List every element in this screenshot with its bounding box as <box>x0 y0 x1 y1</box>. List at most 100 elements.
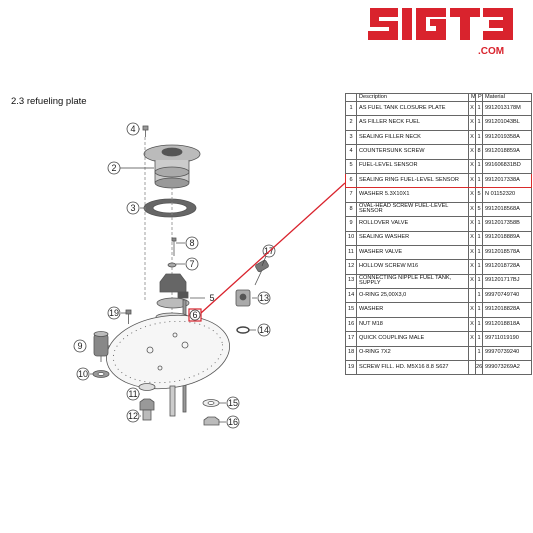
callout-2: 2 <box>107 161 121 175</box>
row-m-flag: X <box>468 331 476 347</box>
row-position: 9 <box>345 216 357 232</box>
callout-15: 15 <box>226 396 240 410</box>
row-material-number: 991606831BD <box>482 158 532 174</box>
row-m-flag: X <box>468 100 476 117</box>
row-position: 18 <box>345 345 357 362</box>
row-m-flag: X <box>468 201 476 218</box>
row-quantity: 26 <box>475 360 483 376</box>
callout-4: 4 <box>126 122 140 136</box>
row-position: 10 <box>345 230 357 246</box>
svg-text:15: 15 <box>228 398 238 408</box>
header-pcs: Pc <box>475 93 483 102</box>
row-material-number: 999073269A2 <box>482 360 532 376</box>
row-description: OVAL-HEAD SCREW FUEL-LEVEL SENSOR <box>356 201 469 218</box>
row-quantity: 1 <box>475 345 483 362</box>
row-description: O-RING 7X2 <box>356 345 469 362</box>
row-m-flag: X <box>468 230 476 246</box>
row-m-flag: X <box>468 115 476 131</box>
section-title: 2.3 refueling plate <box>11 96 87 107</box>
row-m-flag <box>468 288 476 304</box>
oval-head-screw-part <box>171 237 177 256</box>
row-material-number: 99711019190 <box>482 331 532 347</box>
fill-head-screw-part <box>125 309 132 324</box>
row-position: 5 <box>345 158 357 174</box>
row-material-number: N 01152320 <box>482 187 532 203</box>
svg-text:10: 10 <box>78 369 88 379</box>
svg-text:11: 11 <box>128 389 137 399</box>
header-material: Material <box>482 93 532 102</box>
row-m-flag: X <box>468 302 476 318</box>
logo-mark <box>368 8 513 40</box>
row-description: AS FILLER NECK FUEL <box>356 115 469 131</box>
row-position: 12 <box>345 259 357 275</box>
row-description: WASHER <box>356 302 469 318</box>
highlight-pointer-line <box>200 182 345 314</box>
row-description: O-RING 25,00X3,0 <box>356 288 469 304</box>
callout-14: 14 <box>257 323 271 337</box>
row-position: 19 <box>345 360 357 376</box>
callout-11: 11 <box>126 387 140 401</box>
row-description: WASHER VALVE <box>356 244 469 261</box>
callout-8: 8 <box>185 236 199 250</box>
row-position: 17 <box>345 331 357 347</box>
svg-text:12: 12 <box>128 411 138 421</box>
row-description: ROLLOVER VALVE <box>356 216 469 232</box>
row-description: SEALING WASHER <box>356 230 469 246</box>
quick-coupling-part <box>254 259 269 286</box>
svg-text:6: 6 <box>192 310 197 320</box>
row-quantity: 1 <box>475 158 483 174</box>
row-position: 8 <box>345 201 357 218</box>
row-position: 4 <box>345 144 357 160</box>
row-material-number: 991201717BJ <box>482 273 532 290</box>
svg-text:5: 5 <box>209 293 214 303</box>
row-description: FUEL-LEVEL SENSOR <box>356 158 469 174</box>
row-quantity: 5 <box>475 201 483 218</box>
row-quantity: 1 <box>475 172 483 189</box>
row-quantity: 1 <box>475 115 483 131</box>
brand-logo[interactable]: .COM <box>360 2 520 58</box>
row-quantity: 1 <box>475 129 483 146</box>
row-material-number: 9912018828A <box>482 302 532 318</box>
row-position: 16 <box>345 316 357 333</box>
row-m-flag: X <box>468 172 476 189</box>
row-quantity: 1 <box>475 316 483 333</box>
row-description: SEALING RING FUEL-LEVEL SENSOR <box>356 172 469 189</box>
row-m-flag: X <box>468 187 476 203</box>
connecting-nipple-part <box>235 289 251 307</box>
row-material-number: 9912018889A <box>482 230 532 246</box>
countersunk-screw-part <box>142 125 149 137</box>
row-position: 13 <box>345 273 357 290</box>
header-pos <box>345 93 357 102</box>
row-m-flag: X <box>468 144 476 160</box>
row-position: 2 <box>345 115 357 131</box>
row-m-flag: X <box>468 158 476 174</box>
callout-9: 9 <box>73 339 87 353</box>
row-position: 15 <box>345 302 357 318</box>
svg-text:4: 4 <box>130 124 135 134</box>
row-quantity: 1 <box>475 230 483 246</box>
row-quantity: 1 <box>475 100 483 117</box>
row-m-flag: X <box>468 129 476 146</box>
svg-text:2: 2 <box>111 163 116 173</box>
row-material-number: 9912018818A <box>482 316 532 333</box>
callout-13: 13 <box>257 291 271 305</box>
